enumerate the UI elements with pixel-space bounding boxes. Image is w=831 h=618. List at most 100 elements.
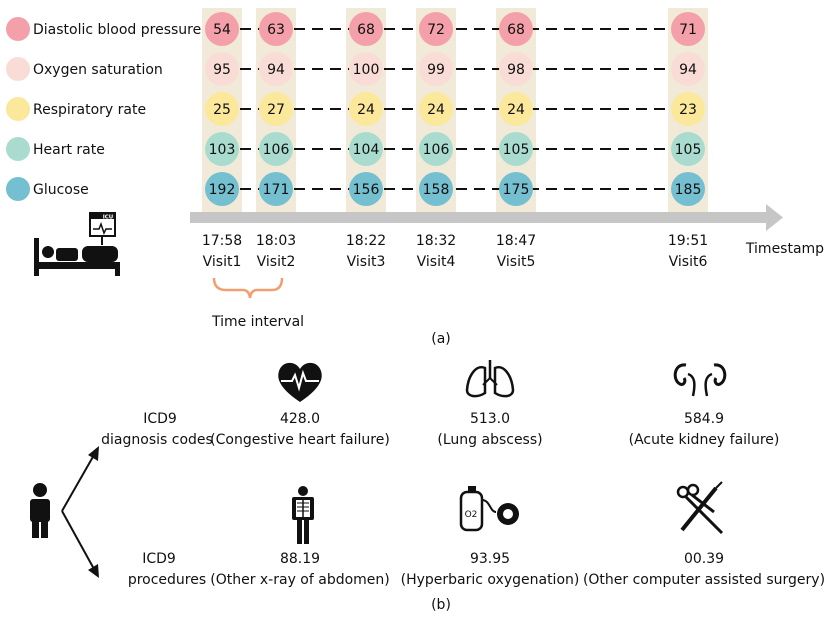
timeline-axis-bar bbox=[190, 212, 768, 223]
legend-label: Diastolic blood pressure bbox=[33, 22, 201, 38]
value-label: 63 bbox=[267, 22, 285, 38]
value-bubble bbox=[419, 132, 453, 166]
value-bubble bbox=[259, 52, 293, 86]
value-label: 94 bbox=[679, 62, 697, 78]
legend-swatch bbox=[6, 57, 30, 81]
procedure-name: (Hyperbaric oxygenation) bbox=[401, 572, 580, 588]
value-bubble bbox=[419, 12, 453, 46]
procedure-code: 93.95 bbox=[470, 551, 510, 567]
value-label: 23 bbox=[679, 102, 697, 118]
value-label: 158 bbox=[423, 182, 450, 198]
legend-label: Heart rate bbox=[33, 142, 105, 158]
value-label: 68 bbox=[357, 22, 375, 38]
value-label: 105 bbox=[675, 142, 702, 158]
visit-time: 19:51 bbox=[668, 233, 708, 249]
value-label: 100 bbox=[353, 62, 380, 78]
kidneys-icon bbox=[673, 363, 727, 397]
value-bubble bbox=[259, 132, 293, 166]
visit-name: Visit2 bbox=[257, 254, 296, 270]
diagnosis-name: (Congestive heart failure) bbox=[210, 432, 390, 448]
value-label: 27 bbox=[267, 102, 285, 118]
value-bubble bbox=[419, 172, 453, 206]
timeline-axis bbox=[190, 204, 783, 231]
value-label: 95 bbox=[213, 62, 231, 78]
patient-icon bbox=[30, 483, 50, 538]
value-label: 105 bbox=[503, 142, 530, 158]
value-bubble bbox=[499, 12, 533, 46]
value-bubble bbox=[205, 12, 239, 46]
value-bubble bbox=[205, 52, 239, 86]
value-label: 192 bbox=[209, 182, 236, 198]
value-label: 24 bbox=[507, 102, 525, 118]
value-bubble bbox=[671, 132, 705, 166]
procedure-row-label-2: procedures bbox=[128, 572, 206, 588]
value-bubble bbox=[349, 172, 383, 206]
timeline-arrowhead bbox=[766, 204, 783, 231]
vital-value-bubbles: 5495251031926394271061716810024104156729… bbox=[205, 12, 705, 206]
value-bubble bbox=[499, 52, 533, 86]
timestamp-axis-label: Timestamp bbox=[745, 241, 824, 257]
value-label: 24 bbox=[427, 102, 445, 118]
visit-time: 18:22 bbox=[346, 233, 386, 249]
icd9-code-labels: 428.0 (Congestive heart failure) 513.0 (Lun… bbox=[210, 411, 825, 588]
visit-time: 18:32 bbox=[416, 233, 456, 249]
value-label: 171 bbox=[263, 182, 290, 198]
value-label: 175 bbox=[503, 182, 530, 198]
caption-b: (b) bbox=[431, 597, 451, 613]
value-label: 72 bbox=[427, 22, 445, 38]
icu-bed-icon: ICU bbox=[34, 212, 120, 276]
visit-name: Visit3 bbox=[347, 254, 386, 270]
oxygen-tank-icon: O2 bbox=[459, 486, 519, 532]
value-bubble bbox=[259, 12, 293, 46]
vitals-timeline-panel: 5495251031926394271061716810024104156729… bbox=[6, 8, 824, 347]
value-label: 94 bbox=[267, 62, 285, 78]
time-interval-label: Time interval bbox=[211, 314, 304, 330]
lungs-icon bbox=[465, 360, 515, 398]
value-bubble bbox=[499, 92, 533, 126]
value-label: 54 bbox=[213, 22, 231, 38]
legend-label: Respiratory rate bbox=[33, 102, 146, 118]
diagnosis-code: 428.0 bbox=[280, 411, 320, 427]
value-label: 25 bbox=[213, 102, 231, 118]
legend-swatch bbox=[6, 177, 30, 201]
legend-swatch bbox=[6, 137, 30, 161]
value-bubble bbox=[671, 172, 705, 206]
value-bubble bbox=[349, 132, 383, 166]
caption-a: (a) bbox=[431, 331, 451, 347]
diagnosis-row-label-1: ICD9 bbox=[143, 411, 177, 427]
diagnosis-code: 584.9 bbox=[684, 411, 724, 427]
value-bubble bbox=[671, 92, 705, 126]
branch-arrows bbox=[61, 446, 99, 578]
value-bubble bbox=[499, 172, 533, 206]
value-bubble bbox=[259, 92, 293, 126]
diagnosis-row-label-2: diagnosis codes bbox=[101, 432, 213, 448]
value-bubble bbox=[205, 132, 239, 166]
procedure-name: (Other x-ray of abdomen) bbox=[210, 572, 390, 588]
visit-time: 17:58 bbox=[202, 233, 242, 249]
procedure-name: (Other computer assisted surgery) bbox=[583, 572, 825, 588]
value-label: 106 bbox=[423, 142, 450, 158]
procedure-code: 88.19 bbox=[280, 551, 320, 567]
value-label: 104 bbox=[353, 142, 380, 158]
value-bubble bbox=[349, 12, 383, 46]
value-bubble bbox=[259, 172, 293, 206]
surgical-tools-icon bbox=[676, 481, 724, 535]
visit-name: Visit4 bbox=[417, 254, 456, 270]
xray-icon bbox=[292, 486, 314, 544]
icd9-codes-panel: ICD9 diagnosis codes ICD9 procedures bbox=[30, 360, 825, 613]
diagnosis-code: 513.0 bbox=[470, 411, 510, 427]
o2-label: O2 bbox=[465, 510, 478, 520]
diagnosis-name: (Lung abscess) bbox=[437, 432, 542, 448]
value-label: 185 bbox=[675, 182, 702, 198]
legend-swatch bbox=[6, 97, 30, 121]
visit-name: Visit6 bbox=[669, 254, 708, 270]
value-bubble bbox=[671, 52, 705, 86]
value-label: 106 bbox=[263, 142, 290, 158]
procedure-row-label-1: ICD9 bbox=[142, 551, 176, 567]
value-label: 156 bbox=[353, 182, 380, 198]
value-label: 71 bbox=[679, 22, 697, 38]
value-bubble bbox=[671, 12, 705, 46]
visit-time: 18:03 bbox=[256, 233, 296, 249]
